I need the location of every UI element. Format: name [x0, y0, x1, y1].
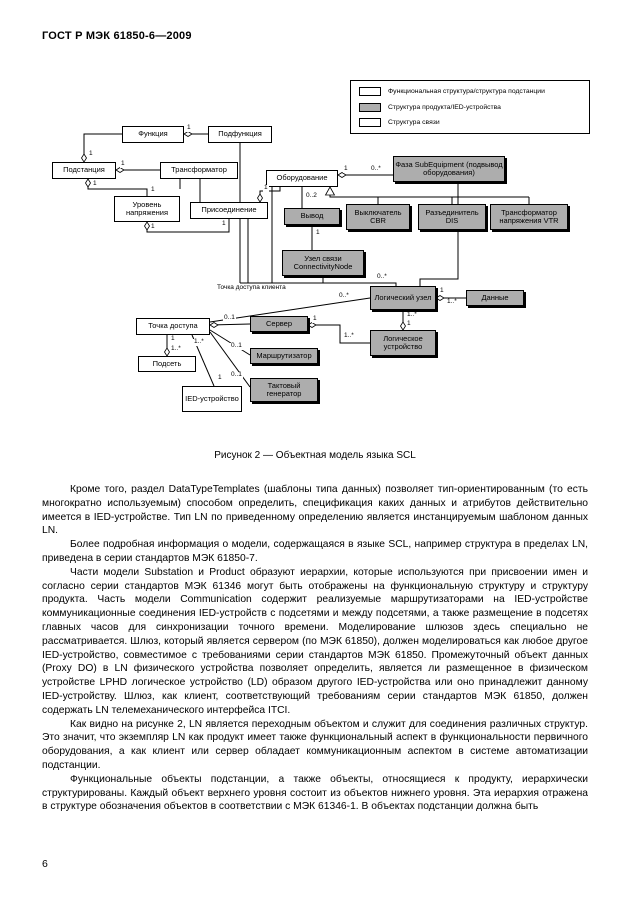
- edge-label: 1: [150, 186, 156, 194]
- legend-swatch-functional-structure: [359, 87, 381, 96]
- diagram-node-bay: Присоединение: [190, 202, 268, 219]
- diagram-node-router: Маршрутизатор: [250, 348, 318, 364]
- diagram-node-logical-device: Логическое устройство: [370, 330, 436, 356]
- edge-label: 1: [343, 165, 349, 173]
- diagram-node-power-transformer: Трансформатор: [160, 162, 238, 179]
- diagram-node-voltage-level: Уровень напряжения: [114, 196, 180, 222]
- diagram-node-equipment: Оборудование: [266, 170, 338, 187]
- diagram-node-ied: IED-устройство: [182, 386, 242, 412]
- edge-label: 1: [315, 229, 321, 237]
- diagram-node-disconnector-dis: Разъединитель DIS: [418, 204, 486, 230]
- edge-label: Точка доступа клиента: [216, 284, 287, 292]
- figure-caption: Рисунок 2 — Объектная модель языка SCL: [214, 450, 416, 461]
- page-number: 6: [42, 858, 48, 870]
- edge-label: 1: [186, 124, 192, 132]
- edge-label: 1..*: [170, 345, 182, 353]
- paragraph-model-info: Более подробная информация о модели, сод…: [42, 539, 588, 564]
- edge-label: 1: [312, 315, 318, 323]
- edge-label: 0..2: [305, 192, 318, 200]
- edge-label: 1: [170, 335, 176, 343]
- edge-label: 0..*: [370, 165, 382, 173]
- paragraph-model-parts: Части модели Substation и Product образу…: [42, 566, 588, 716]
- edge-label: 0..1: [223, 314, 236, 322]
- diagram-node-function: Функция: [122, 126, 184, 143]
- edge-label: 1: [88, 150, 94, 158]
- body-text: Кроме того, раздел DataTypeTemplates (ша…: [42, 483, 588, 814]
- diagram-legend: Функциональная структура/структура подст…: [350, 80, 590, 134]
- edge-label: 1: [120, 160, 126, 168]
- legend-item-communication-structure: Структура связи: [359, 118, 581, 127]
- diagram-node-terminal: Вывод: [284, 208, 340, 225]
- diagram-node-connectivity-node: Узел связи ConnectivityNode: [282, 250, 364, 276]
- diagram-node-voltage-transformer-vtr: Трансформатор напряжения VTR: [490, 204, 568, 230]
- edge-label: 0..1: [230, 342, 243, 350]
- edge-label: 0..*: [376, 273, 388, 281]
- edge-label: 1: [92, 180, 98, 188]
- edge-label: 1..*: [343, 332, 355, 340]
- diagram-node-clock: Тактовый генератор: [250, 378, 318, 402]
- paragraph-functional-objects: Функциональные объекты подстанции, а так…: [42, 773, 588, 813]
- diagram-edges: [81, 131, 530, 388]
- legend-label: Структура продукта/IED-устройства: [388, 103, 501, 111]
- edge-label: 1: [263, 184, 269, 192]
- diagram-node-substation: Подстанция: [52, 162, 116, 179]
- diagram-node-subequipment-phase: Фаза SubEquipment (подвывод оборудования…: [393, 156, 505, 182]
- edge-label: 0..*: [338, 292, 350, 300]
- edge-label: 1: [406, 320, 412, 328]
- edge-label: 1: [150, 223, 156, 231]
- edge-label: 1..*: [446, 298, 458, 306]
- diagram-node-subfunction: Подфункция: [208, 126, 272, 143]
- legend-label: Функциональная структура/структура подст…: [388, 88, 545, 95]
- edge-label: 1: [221, 220, 227, 228]
- legend-label: Структура связи: [388, 119, 440, 126]
- legend-item-functional-structure: Функциональная структура/структура подст…: [359, 87, 581, 96]
- diagram-node-data: Данные: [466, 290, 524, 306]
- legend-swatch-communication-structure: [359, 118, 381, 127]
- legend-item-product-structure: Структура продукта/IED-устройства: [359, 102, 581, 112]
- diagram-node-server: Сервер: [250, 316, 308, 332]
- diagram-node-access-point: Точка доступа: [136, 318, 210, 335]
- paragraph-ln-transition-object: Как видно на рисунке 2, LN является пере…: [42, 718, 588, 771]
- paragraph-datatypetemplates: Кроме того, раздел DataTypeTemplates (ша…: [42, 484, 588, 537]
- document-header: ГОСТ Р МЭК 61850-6—2009: [42, 30, 192, 42]
- edge-label: 1: [217, 374, 223, 382]
- edge-label: 1: [439, 287, 445, 295]
- diagram-node-subnetwork: Подсеть: [138, 356, 196, 372]
- diagram-node-logical-node: Логический узел: [370, 286, 436, 310]
- edge-label: 1..*: [406, 311, 418, 319]
- legend-swatch-product-structure: [359, 102, 381, 112]
- edge-label: 0..1: [230, 371, 243, 379]
- diagram-node-breaker-cbr: Выключатель CBR: [346, 204, 410, 230]
- edge-label: 1..*: [193, 338, 205, 346]
